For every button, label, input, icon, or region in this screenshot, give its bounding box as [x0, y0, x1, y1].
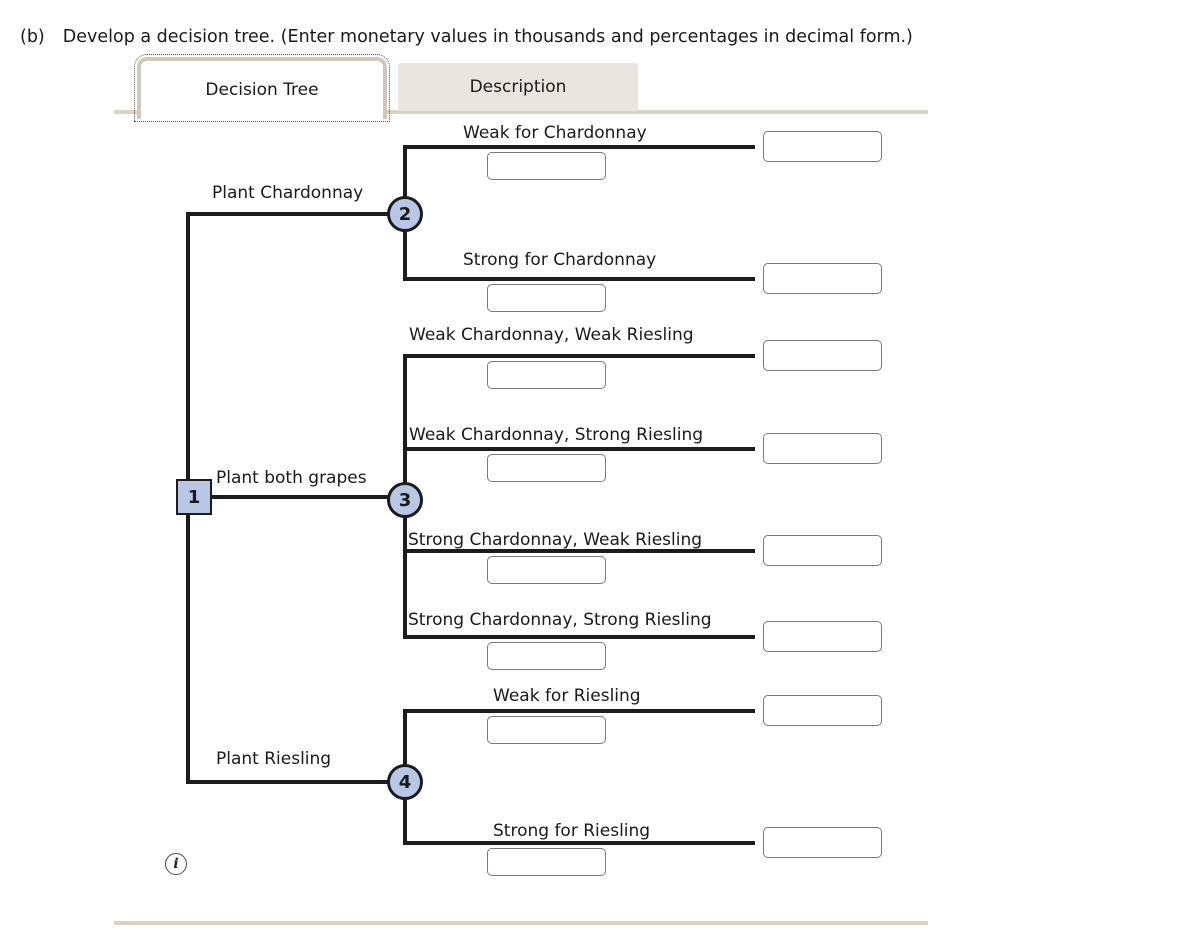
payoff-input[interactable] — [763, 827, 882, 858]
outcome-line — [403, 841, 755, 845]
outcome-line — [403, 354, 755, 358]
probability-input[interactable] — [487, 284, 606, 312]
outcome-label: Weak Chardonnay, Strong Riesling — [409, 425, 704, 445]
probability-input[interactable] — [487, 454, 606, 482]
probability-input[interactable] — [487, 361, 606, 389]
branch-line-plant-both-grapes — [186, 495, 405, 499]
outcome-label: Strong for Chardonnay — [463, 250, 657, 270]
branch-label-plant-both-grapes: Plant both grapes — [216, 468, 367, 488]
info-icon[interactable]: i — [165, 853, 187, 875]
probability-input[interactable] — [487, 152, 606, 180]
payoff-input[interactable] — [763, 433, 882, 464]
chance-node-4: 4 — [387, 764, 423, 800]
payoff-input[interactable] — [763, 340, 882, 371]
outcome-line — [403, 277, 755, 281]
branch-line-plant-chardonnay — [186, 212, 405, 216]
tab-description[interactable]: Description — [398, 63, 638, 111]
outcome-line — [403, 549, 755, 553]
probability-input[interactable] — [487, 642, 606, 670]
payoff-input[interactable] — [763, 695, 882, 726]
question-instruction: Develop a decision tree. (Enter monetary… — [62, 27, 913, 47]
outcome-line — [403, 635, 755, 639]
outcome-label: Strong Chardonnay, Weak Riesling — [408, 530, 703, 550]
probability-input[interactable] — [487, 556, 606, 584]
chance-node-2: 2 — [387, 196, 423, 232]
payoff-input[interactable] — [763, 131, 882, 162]
bottom-divider — [114, 921, 928, 925]
part-label: (b) — [20, 27, 45, 47]
branch-line-plant-riesling — [186, 780, 405, 784]
outcome-label: Strong Chardonnay, Strong Riesling — [408, 610, 712, 630]
tab-decision-tree[interactable]: Decision Tree — [134, 54, 390, 122]
payoff-input[interactable] — [763, 535, 882, 566]
question-header: (b) Develop a decision tree. (Enter mone… — [20, 27, 913, 47]
outcome-line — [403, 447, 755, 451]
outcome-label: Weak for Riesling — [493, 686, 641, 706]
probability-input[interactable] — [487, 716, 606, 744]
probability-input[interactable] — [487, 848, 606, 876]
outcome-line — [403, 145, 755, 149]
payoff-input[interactable] — [763, 263, 882, 294]
payoff-input[interactable] — [763, 621, 882, 652]
outcome-label: Strong for Riesling — [493, 821, 651, 841]
outcome-label: Weak Chardonnay, Weak Riesling — [409, 325, 694, 345]
branch-label-plant-riesling: Plant Riesling — [216, 749, 332, 769]
branch-label-plant-chardonnay: Plant Chardonnay — [212, 183, 364, 203]
decision-node-1: 1 — [176, 479, 212, 515]
outcome-line — [403, 709, 755, 713]
tab-bar-rule — [114, 110, 928, 114]
chance-node-3: 3 — [387, 482, 423, 518]
outcome-label: Weak for Chardonnay — [463, 123, 647, 143]
